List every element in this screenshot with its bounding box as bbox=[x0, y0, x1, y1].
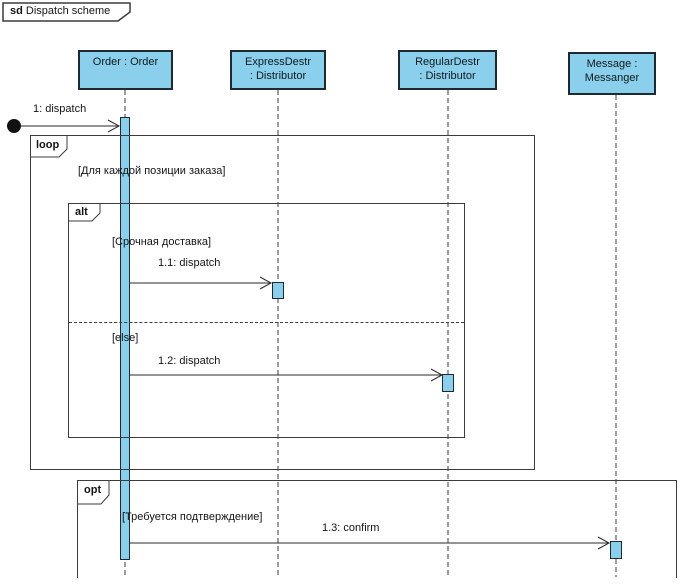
opt-guard-label[interactable]: [Требуется подтверждение] bbox=[122, 511, 263, 523]
lifeline-header-expressdestr-line1: ExpressDestr bbox=[244, 56, 312, 68]
opt-fragment-frame[interactable] bbox=[77, 480, 677, 578]
found-message-endpoint[interactable] bbox=[7, 119, 21, 133]
opt-operator-pentagon[interactable] bbox=[77, 480, 110, 505]
lifeline-header-message-line2: Messanger bbox=[584, 72, 640, 84]
lifeline-header-order[interactable]: Order : Order bbox=[78, 50, 173, 90]
lifeline-header-regulardestr[interactable]: RegularDestr : Distributor bbox=[398, 50, 497, 90]
lifeline-header-regulardestr-line1: RegularDestr bbox=[415, 56, 480, 68]
opt-operator-label[interactable]: opt bbox=[84, 484, 102, 496]
alt-operator-label[interactable]: alt bbox=[75, 206, 88, 218]
lifeline-header-regulardestr-line2: : Distributor bbox=[419, 70, 476, 82]
loop-fragment-frame[interactable] bbox=[30, 135, 535, 470]
activation-message[interactable] bbox=[610, 541, 622, 559]
activation-order[interactable] bbox=[120, 117, 130, 560]
message-1-1-label[interactable]: 1.1: dispatch bbox=[158, 257, 221, 269]
activation-expressdestr[interactable] bbox=[272, 282, 284, 299]
loop-operator-pentagon[interactable] bbox=[30, 135, 68, 158]
message-1-3-label[interactable]: 1.3: confirm bbox=[322, 522, 380, 534]
message-1-label[interactable]: 1: dispatch bbox=[33, 103, 87, 115]
lifeline-header-message[interactable]: Message : Messanger bbox=[568, 52, 656, 95]
diagram-frame-label-pentagon[interactable] bbox=[2, 2, 131, 22]
alt-fragment-frame[interactable] bbox=[68, 203, 465, 438]
message-1-1-arrowhead bbox=[259, 276, 273, 290]
loop-guard-label[interactable]: [Для каждой позиции заказа] bbox=[78, 165, 226, 177]
lifeline-header-message-line1: Message : bbox=[586, 58, 638, 70]
alt-guard-label[interactable]: [Срочная доставка] bbox=[112, 236, 212, 248]
activation-regulardestr[interactable] bbox=[442, 374, 454, 392]
diagram-frame-label[interactable]: sd Dispatch scheme bbox=[10, 5, 110, 18]
message-1-3-arrowhead bbox=[597, 536, 611, 550]
lifeline-header-expressdestr-line2: : Distributor bbox=[249, 70, 307, 82]
alt-else-separator[interactable] bbox=[69, 322, 464, 323]
message-1-2-label[interactable]: 1.2: dispatch bbox=[158, 355, 221, 367]
diagram-title: Dispatch scheme bbox=[25, 5, 111, 17]
alt-operator-pentagon[interactable] bbox=[68, 203, 101, 222]
lifeline-header-expressdestr[interactable]: ExpressDestr : Distributor bbox=[230, 50, 326, 90]
alt-else-guard-label[interactable]: [else] bbox=[112, 332, 139, 344]
diagram-keyword: sd bbox=[10, 5, 23, 17]
loop-operator-label[interactable]: loop bbox=[36, 139, 60, 151]
message-1-2-arrowhead bbox=[430, 368, 444, 382]
lifeline-header-order-label: Order : Order bbox=[92, 56, 159, 68]
message-1-arrowhead bbox=[107, 119, 121, 133]
